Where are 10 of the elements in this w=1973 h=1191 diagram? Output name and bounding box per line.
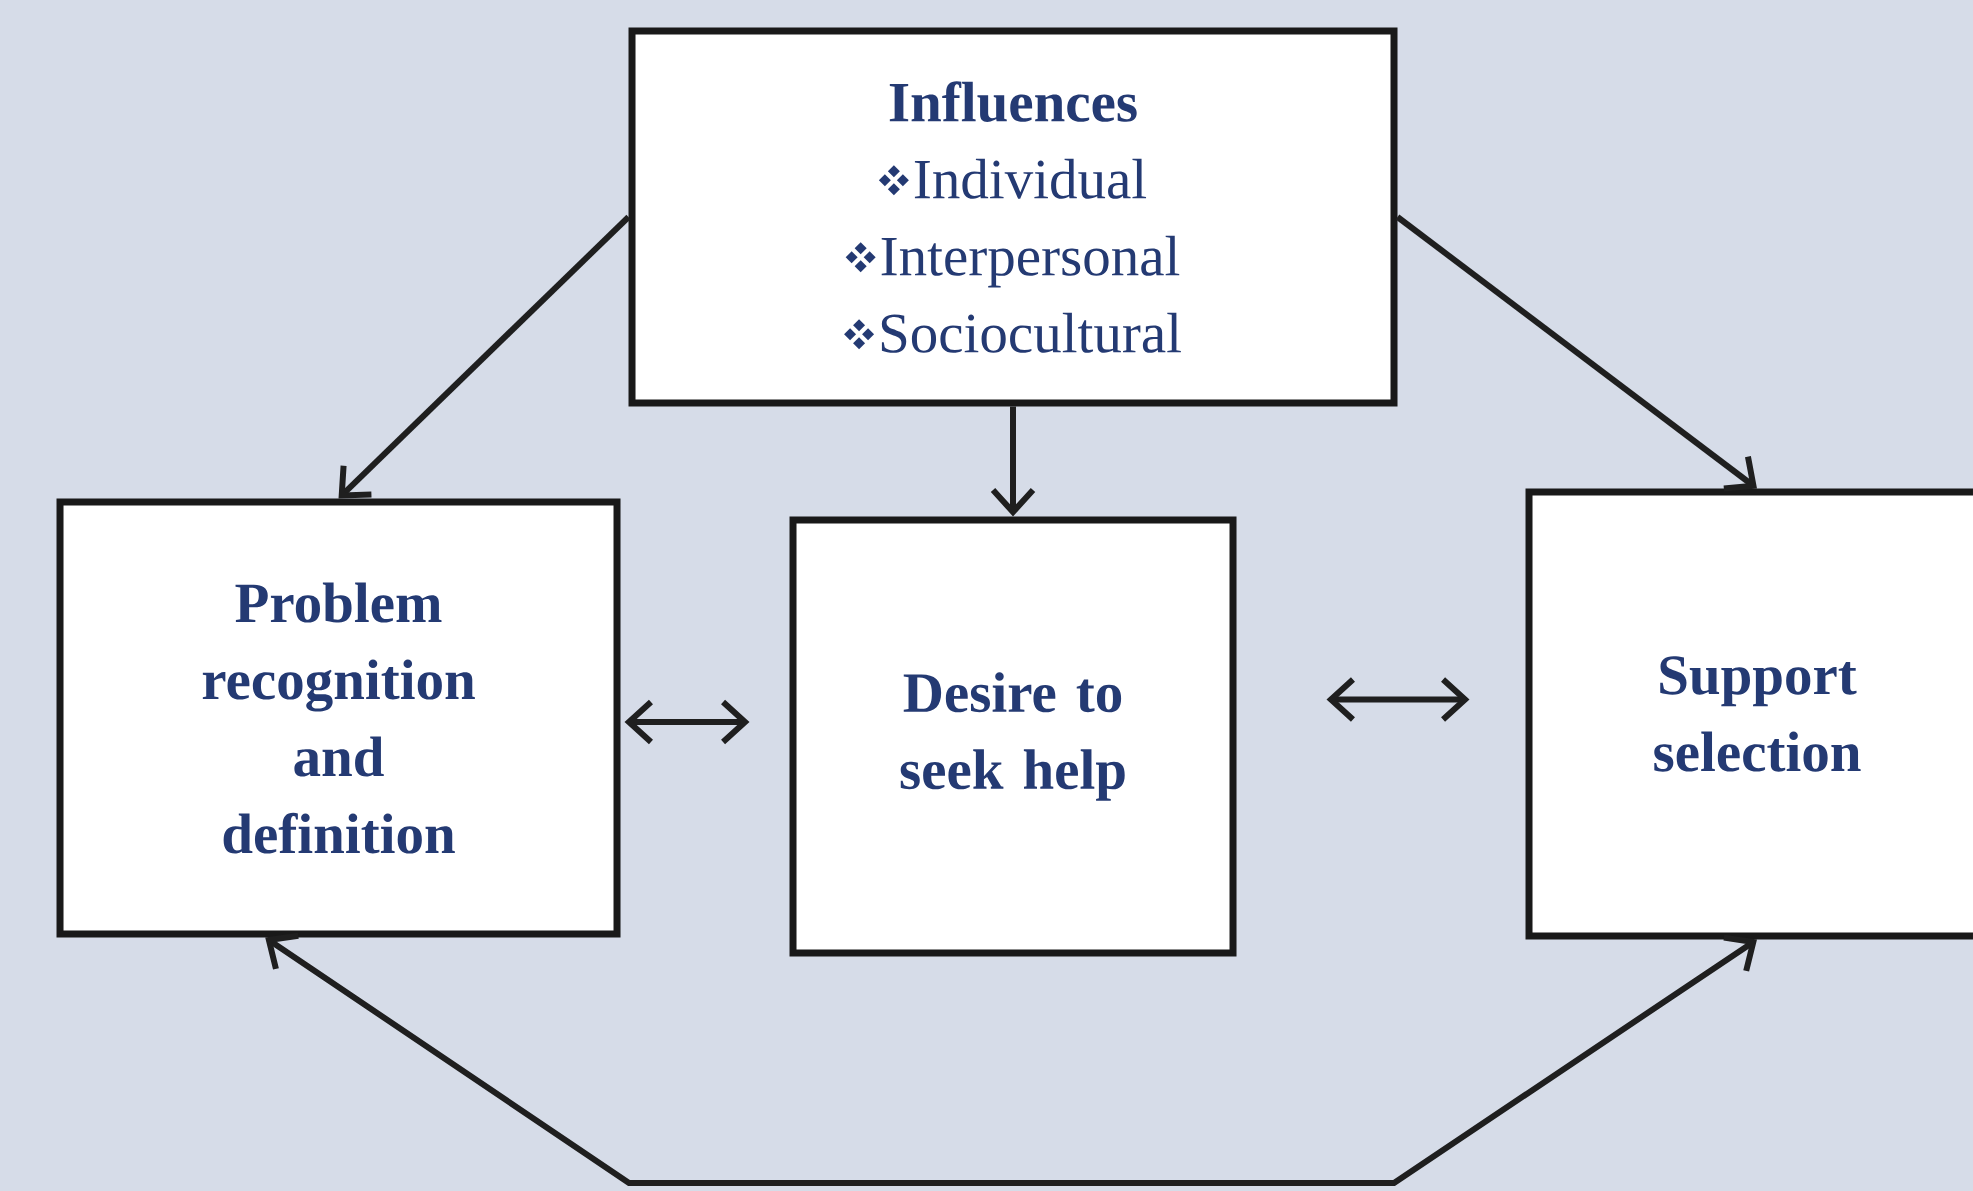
arrow	[624, 699, 750, 745]
arrow	[990, 406, 1036, 517]
arrow	[1395, 214, 1757, 492]
process-box: Support selection	[1525, 488, 1973, 940]
process-box: Problem recognition and definition	[56, 498, 621, 938]
arrow	[265, 932, 1757, 1186]
arrow	[1326, 677, 1470, 722]
influences-box: Influences Individual Interpersonal Sociocultural	[628, 27, 1398, 407]
arrow	[338, 214, 631, 499]
process-box: Desire to seek help	[789, 516, 1237, 957]
